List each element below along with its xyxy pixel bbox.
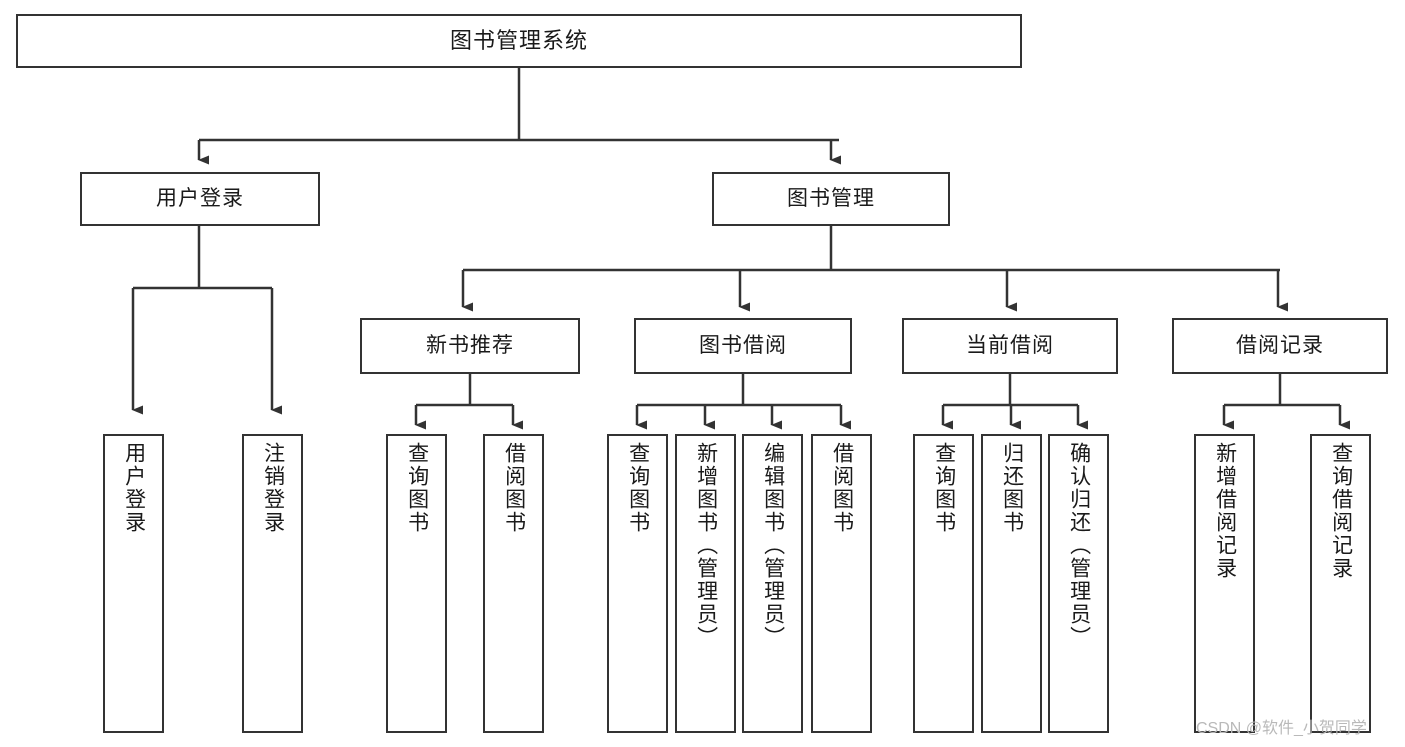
node-label: 新书推荐: [426, 334, 514, 358]
node-label: 用户登录: [122, 442, 146, 534]
leaf-user-login-logout[interactable]: 注销登录: [242, 434, 303, 733]
node-book-borrow[interactable]: 图书借阅: [634, 318, 852, 374]
leaf-current-borrow-return[interactable]: 归还图书: [981, 434, 1042, 733]
node-label: 注销登录: [261, 442, 285, 534]
node-root-system[interactable]: 图书管理系统: [16, 14, 1022, 68]
leaf-book-borrow-lend[interactable]: 借阅图书: [811, 434, 872, 733]
node-label: 查询借阅记录: [1329, 442, 1353, 580]
node-label: 用户登录: [156, 187, 244, 211]
node-borrow-record[interactable]: 借阅记录: [1172, 318, 1388, 374]
leaf-current-borrow-query[interactable]: 查询图书: [913, 434, 974, 733]
node-label: 借阅图书: [830, 442, 854, 534]
node-label: 新增借阅记录: [1213, 442, 1237, 580]
leaf-book-borrow-query[interactable]: 查询图书: [607, 434, 668, 733]
leaf-book-borrow-edit[interactable]: 编辑图书（管理员）: [742, 434, 803, 733]
node-user-login[interactable]: 用户登录: [80, 172, 320, 226]
node-label: 查询图书: [932, 442, 956, 534]
node-label: 归还图书: [1000, 442, 1024, 534]
node-label: 图书管理系统: [449, 27, 588, 53]
leaf-new-book-query[interactable]: 查询图书: [386, 434, 447, 733]
node-label: 查询图书: [626, 442, 650, 534]
leaf-borrow-record-query[interactable]: 查询借阅记录: [1310, 434, 1371, 733]
node-label: 图书管理: [787, 187, 875, 211]
node-label: 新增图书（管理员）: [694, 442, 718, 649]
node-book-management[interactable]: 图书管理: [712, 172, 950, 226]
node-current-borrow[interactable]: 当前借阅: [902, 318, 1118, 374]
node-label: 借阅记录: [1236, 334, 1324, 358]
node-label: 编辑图书（管理员）: [761, 442, 785, 649]
leaf-book-borrow-add[interactable]: 新增图书（管理员）: [675, 434, 736, 733]
node-label: 查询图书: [405, 442, 429, 534]
node-label: 确认归还（管理员）: [1067, 442, 1091, 649]
node-new-book-recommend[interactable]: 新书推荐: [360, 318, 580, 374]
node-label: 借阅图书: [502, 442, 526, 534]
leaf-borrow-record-add[interactable]: 新增借阅记录: [1194, 434, 1255, 733]
leaf-new-book-borrow[interactable]: 借阅图书: [483, 434, 544, 733]
leaf-user-login-login[interactable]: 用户登录: [103, 434, 164, 733]
node-label: 图书借阅: [699, 334, 787, 358]
leaf-current-borrow-confirm[interactable]: 确认归还（管理员）: [1048, 434, 1109, 733]
node-label: 当前借阅: [966, 334, 1054, 358]
